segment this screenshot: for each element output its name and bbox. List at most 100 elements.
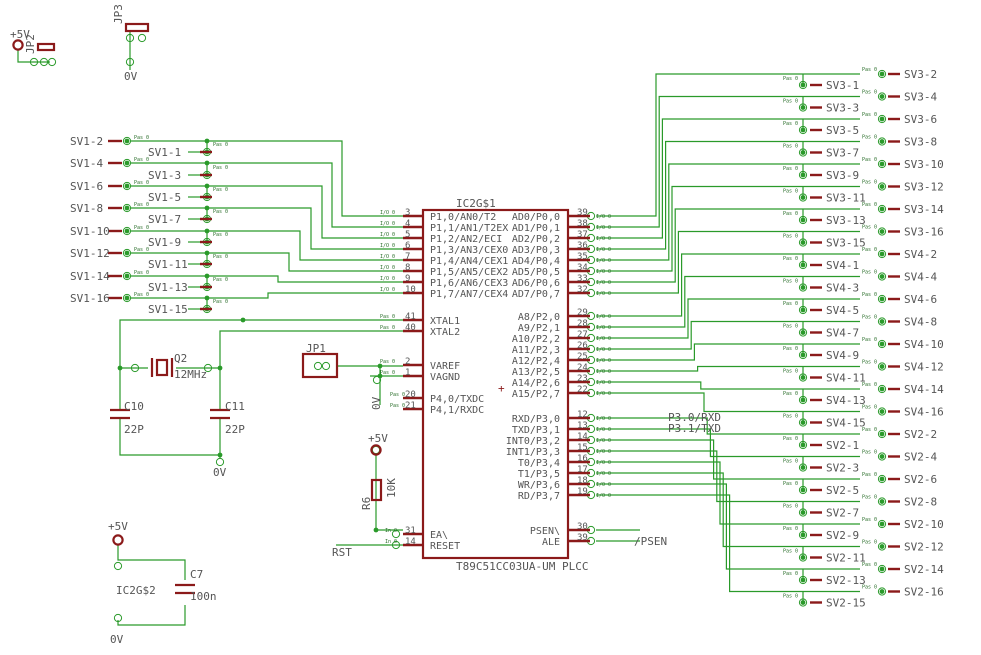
ic-right-pin-number: 39 <box>577 533 588 543</box>
p5v-label-power: +5V <box>108 520 128 533</box>
right-inner-label: SV3-7 <box>826 147 859 160</box>
right-outer-ring <box>877 384 887 394</box>
right-inner-label: SV4-7 <box>826 327 859 340</box>
pin-tag: Pas 0 <box>783 121 798 127</box>
right-outer-label: SV3-8 <box>904 136 937 149</box>
pin-tag: Pas 0 <box>862 292 877 298</box>
right-route <box>596 208 803 283</box>
sv1-route <box>207 162 403 228</box>
jp2-ring <box>29 57 39 67</box>
ic-right-pin-label: AD5/P0,5 <box>512 267 560 278</box>
right-outer-ring <box>877 407 887 416</box>
pin-tag: I/O 0 <box>596 358 611 364</box>
pin-tag: Pas 0 <box>783 279 798 285</box>
right-outer-ring <box>877 474 887 484</box>
sv1-outer-ring <box>122 271 132 281</box>
sv1-outer-ring <box>122 203 132 213</box>
right-outer-ring <box>877 317 887 326</box>
ic-name-label: IC2G$1 <box>456 197 496 210</box>
right-route <box>596 320 803 350</box>
c11-value: 22P <box>225 423 245 436</box>
sv1-inner-label: SV1-5 <box>148 191 181 204</box>
ic-right-pin-number: 30 <box>577 522 588 532</box>
right-outer-dot <box>879 431 885 437</box>
right-outer-label: SV2-14 <box>904 563 944 576</box>
pin-tag: I/O 0 <box>380 265 395 271</box>
ic-left-pin-number: 4 <box>405 219 410 229</box>
pin-tag: Pas 0 <box>134 292 149 298</box>
ic-left-pin-number: 20 <box>405 390 416 400</box>
pin-tag: Pas 0 <box>862 157 877 163</box>
sv1-outer-dot <box>124 295 130 301</box>
sv1-outer-label: SV1-16 <box>70 292 110 305</box>
pin-tag: Pas 0 <box>134 180 149 186</box>
right-inner-label: SV2-3 <box>826 462 859 475</box>
r6-body <box>370 478 383 502</box>
ic-right-pin-label: ALE <box>542 537 560 548</box>
right-route <box>596 392 803 413</box>
ic-left-pin-number: 40 <box>405 323 416 333</box>
ic-right-pin-label: A13/P2,5 <box>512 367 560 378</box>
right-outer-ring <box>877 272 887 281</box>
pin-tag: Pas 0 <box>783 504 798 510</box>
right-inner-label: SV4-1 <box>826 259 859 272</box>
pin-tag: Pas 0 <box>862 315 877 321</box>
pin-tag: Pas 0 <box>783 324 798 330</box>
right-route <box>596 185 803 272</box>
ic-left-pin-number: 5 <box>405 230 410 240</box>
right-outer-dot <box>879 296 885 302</box>
ic-right-pin-label: A10/P2,2 <box>512 334 560 345</box>
sv1-route-dot <box>204 160 210 166</box>
sv1-outer-dot <box>124 160 130 166</box>
ic-right-pin-number: 13 <box>577 421 588 431</box>
sv1-outer-label: SV1-12 <box>70 247 110 260</box>
right-outer-dot <box>879 566 885 572</box>
symbol-layer <box>12 22 900 604</box>
right-route <box>596 428 803 458</box>
right-outer-label: SV3-4 <box>904 91 937 104</box>
ic-left-pin-label: P1,3/AN3/CEX0 <box>430 245 508 256</box>
right-inner-label: SV3-1 <box>826 79 859 92</box>
ic-right-pin-label: A12/P2,4 <box>512 356 560 367</box>
right-route <box>596 417 803 435</box>
ic-right-pin-number: 35 <box>577 252 588 262</box>
pin-tag: I/O 0 <box>596 369 611 375</box>
sv1-route-dot <box>204 295 210 301</box>
jp1-label: JP1 <box>306 342 326 355</box>
ic-value-label: T89C51CC03UA-UM PLCC <box>456 560 588 573</box>
right-inner-label: SV3-3 <box>826 102 859 115</box>
c11-ground-dot <box>217 452 223 458</box>
right-outer-ring <box>877 452 887 461</box>
ic-left-pin-number: 1 <box>405 368 410 378</box>
pin-tag: I/O 0 <box>596 449 611 455</box>
right-inner-label: SV2-9 <box>826 529 859 542</box>
pin-tag: Pas 0 <box>783 391 798 397</box>
pin-tag: Pas 0 <box>862 112 877 118</box>
pin-tag: I/O 0 <box>596 416 611 422</box>
ic-right-pin-number: 32 <box>577 285 588 295</box>
ic-left-pin-number: 8 <box>405 263 410 273</box>
right-outer-dot <box>879 589 885 594</box>
right-route <box>596 439 803 480</box>
pin-tag: Pas 0 <box>783 369 798 375</box>
right-inner-label: SV4-5 <box>826 304 859 317</box>
gnd-ring <box>372 375 382 385</box>
pin-tag: Pas 0 <box>213 277 228 283</box>
pin-tag: Pas 0 <box>862 472 877 478</box>
ic-left-pin-label: P4,0/TXDC <box>430 394 484 405</box>
sv1-outer-label: SV1-2 <box>70 135 103 148</box>
c7-ref: C7 <box>190 568 203 581</box>
right-inner-label: SV2-1 <box>826 439 859 452</box>
pin-tag: Pas 0 <box>862 517 877 523</box>
pin-tag: Pas 0 <box>862 405 877 411</box>
sv1-route-dot <box>204 138 210 144</box>
pin-tag: Pas 0 <box>213 299 228 305</box>
right-inner-label: SV4-13 <box>826 394 866 407</box>
right-outer-label: SV3-12 <box>904 181 944 194</box>
ic-right-pin-number: 12 <box>577 410 588 420</box>
pin-tag: I/O 0 <box>596 391 611 397</box>
right-outer-ring <box>877 92 887 101</box>
crystal-body <box>155 358 169 377</box>
sv1-inner-label: SV1-13 <box>148 281 188 294</box>
